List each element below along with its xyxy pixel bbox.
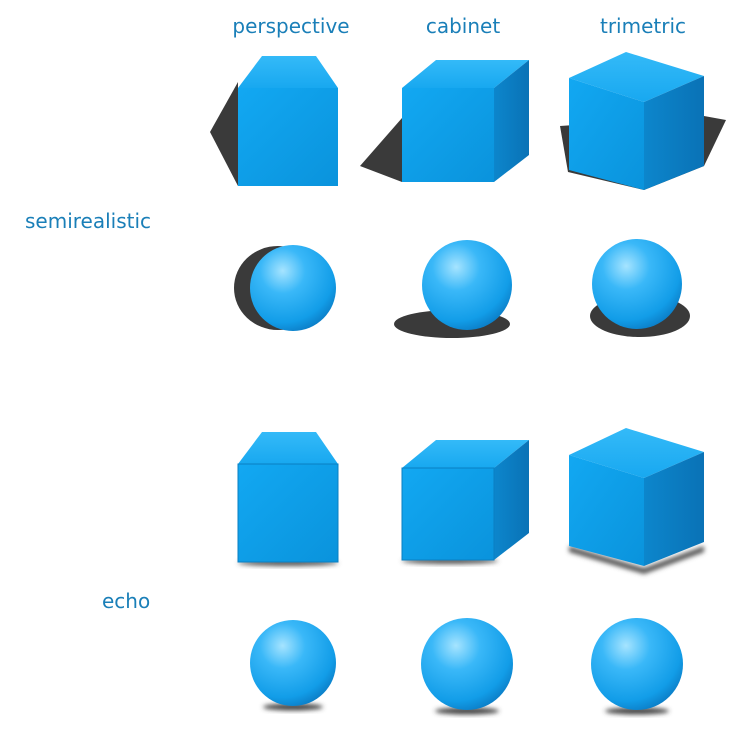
sphere-trimetric-semirealistic <box>590 239 690 337</box>
cube-front-face <box>569 455 644 566</box>
cube-echo-shadow <box>569 546 704 574</box>
cube-top-face <box>402 60 529 88</box>
sphere-echo-shadow <box>435 707 499 715</box>
cube-top-face <box>402 440 529 468</box>
row-label-echo: echo <box>102 589 151 613</box>
column-label-perspective: perspective <box>232 14 350 38</box>
cube-top-face <box>238 56 338 88</box>
cube-top-face <box>569 52 704 102</box>
cube-front-face <box>569 78 644 190</box>
sphere-echo-shadow <box>263 703 323 711</box>
cube-side-face <box>494 60 529 182</box>
sphere <box>422 240 512 330</box>
cube-trimetric-echo <box>569 428 704 574</box>
cube-top-face <box>238 432 338 464</box>
cube-side-face <box>644 76 704 190</box>
column-label-cabinet: cabinet <box>425 14 501 38</box>
sphere-perspective-echo <box>250 620 336 711</box>
cube-perspective-semirealistic <box>210 56 338 186</box>
cube-side-face <box>494 440 529 560</box>
cube-front-face <box>402 88 494 182</box>
sphere-cabinet-echo <box>421 618 513 715</box>
cube-trimetric-semirealistic <box>560 52 726 190</box>
cube-front-face <box>237 463 339 563</box>
cube-top-face <box>569 428 704 478</box>
cube-perspective-echo <box>237 432 339 566</box>
cube-front-face <box>401 467 495 561</box>
cube-shadow <box>210 82 238 186</box>
cube-side-face <box>644 452 704 566</box>
cube-cabinet-semirealistic <box>360 60 529 182</box>
sphere <box>421 618 513 710</box>
sphere <box>250 245 336 331</box>
cube-cabinet-echo <box>401 440 529 564</box>
cube-front-face <box>238 88 338 186</box>
sphere-perspective-semirealistic <box>234 245 336 331</box>
sphere <box>591 618 683 710</box>
sphere-cabinet-semirealistic <box>394 240 512 338</box>
sphere <box>250 620 336 706</box>
sphere-trimetric-echo <box>591 618 683 715</box>
sphere <box>592 239 682 329</box>
row-label-semirealistic: semirealistic <box>25 209 152 233</box>
sphere-echo-shadow <box>605 707 669 715</box>
column-label-trimetric: trimetric <box>599 14 687 38</box>
